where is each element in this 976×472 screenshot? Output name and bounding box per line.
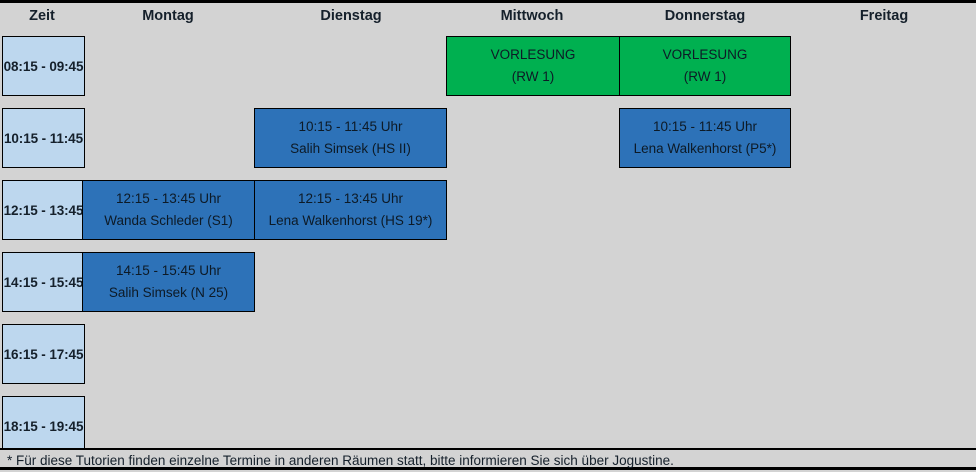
time-slot-label: 18:15 - 19:45 — [3, 418, 84, 434]
time-slot-label: 10:15 - 11:45 — [3, 130, 83, 146]
lecture-cell[interactable]: VORLESUNG (RW 1) — [446, 36, 620, 96]
column-header-zeit: Zeit — [29, 8, 55, 24]
footnote: * Für diese Tutorien finden einzelne Ter… — [0, 448, 976, 470]
time-slot-label: 16:15 - 17:45 — [3, 346, 84, 362]
cell-secondary-line: Lena Walkenhorst (HS 19*) — [268, 213, 433, 228]
cell-primary-line: VORLESUNG — [490, 47, 576, 63]
time-slot-cell: 10:15 - 11:45 — [2, 108, 85, 168]
time-slot-cell: 12:15 - 13:45 — [2, 180, 85, 240]
cell-primary-line: 12:15 - 13:45 Uhr — [115, 191, 222, 207]
cell-secondary-line: Wanda Schleder (S1) — [104, 213, 233, 228]
cell-secondary-line: Salih Simsek (N 25) — [108, 285, 229, 300]
column-header-dienstag: Dienstag — [320, 8, 382, 24]
time-slot-label: 08:15 - 09:45 — [3, 58, 84, 74]
time-slot-label: 12:15 - 13:45 — [3, 202, 84, 218]
column-header-mittwoch: Mittwoch — [500, 8, 564, 24]
time-slot-cell: 18:15 - 19:45 — [2, 396, 85, 456]
cell-primary-line: 10:15 - 11:45 Uhr — [298, 119, 403, 135]
cell-secondary-line: (RW 1) — [511, 69, 555, 84]
time-slot-cell: 16:15 - 17:45 — [2, 324, 85, 384]
cell-primary-line: VORLESUNG — [662, 47, 748, 63]
cell-primary-line: 14:15 - 15:45 Uhr — [115, 263, 222, 279]
cell-secondary-line: Salih Simsek (HS II) — [290, 141, 411, 156]
cell-secondary-line: (RW 1) — [683, 69, 727, 84]
time-slot-label: 14:15 - 15:45 — [3, 274, 84, 290]
column-header-donnerstag: Donnerstag — [664, 8, 746, 24]
time-slot-cell: 14:15 - 15:45 — [2, 252, 85, 312]
cell-secondary-line: Lena Walkenhorst (P5*) — [633, 141, 777, 156]
column-header-montag: Montag — [142, 8, 194, 24]
cell-primary-line: 10:15 - 11:45 Uhr — [652, 119, 758, 135]
column-header-freitag: Freitag — [859, 8, 909, 24]
cell-primary-line: 12:15 - 13:45 Uhr — [297, 191, 404, 207]
lecture-cell[interactable]: VORLESUNG (RW 1) — [619, 36, 791, 96]
time-slot-cell: 08:15 - 09:45 — [2, 36, 85, 96]
